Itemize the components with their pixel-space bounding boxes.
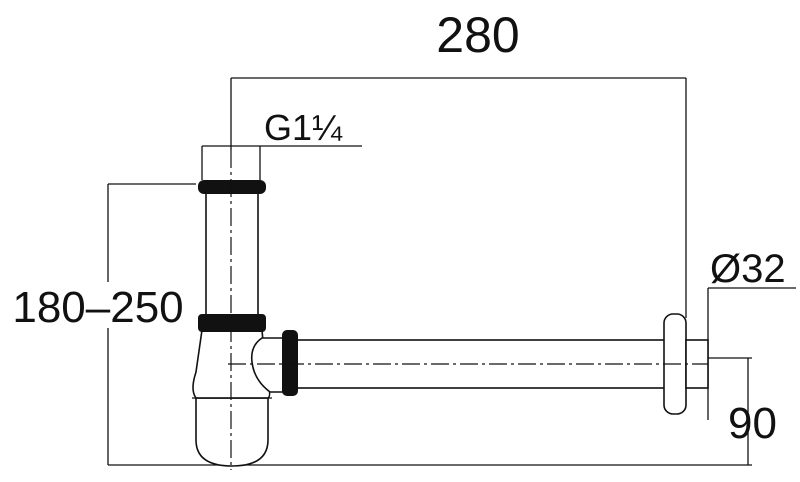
diameter-label: Ø32 [710, 247, 786, 291]
offset-label: 90 [728, 399, 777, 448]
diameter-dimension: Ø32 [707, 247, 796, 420]
bottle-cup [195, 397, 269, 467]
thread-label: G1¼ [264, 107, 343, 148]
inlet-tube [205, 191, 259, 319]
height-dimension: 180–250 [4, 183, 752, 466]
height-label: 180–250 [12, 283, 183, 332]
thread-dimension: G1¼ [201, 107, 362, 180]
middle-nut [198, 314, 266, 332]
trap-body [192, 180, 272, 467]
outlet-nut [282, 330, 298, 396]
top-seal [198, 180, 266, 194]
offset-dimension: 90 [690, 357, 777, 465]
width-label: 280 [436, 7, 519, 63]
width-dimension: 280 [230, 7, 687, 318]
height-label-mask [4, 282, 192, 328]
